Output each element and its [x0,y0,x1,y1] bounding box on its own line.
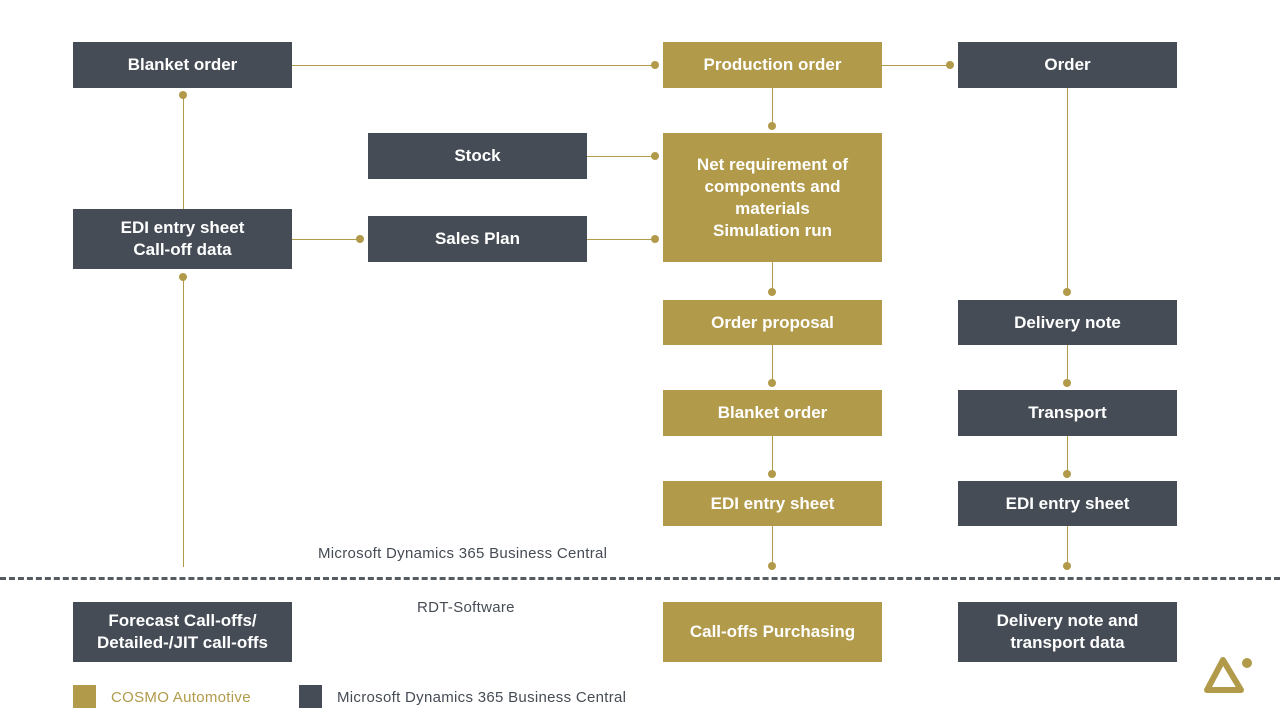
connector-proposal-blanket [772,345,773,383]
connector-dot [768,288,776,296]
connector-blanket-edi-mid [772,436,773,474]
legend-swatch-cosmo [73,685,96,708]
connector-stock-to-net [587,156,655,157]
connector-dot [1063,288,1071,296]
connector-dot [1063,470,1071,478]
edi-entry-mid-box: EDI entry sheet [663,481,882,526]
delivery-transport-box: Delivery note and transport data [958,602,1177,662]
connector-dot [651,61,659,69]
net-requirement-box: Net requirement of components and materi… [663,133,882,262]
transport-box: Transport [958,390,1177,436]
connector-dot [651,235,659,243]
connector-blanket-to-production [292,65,655,66]
system-divider [0,577,1280,580]
order-box: Order [958,42,1177,88]
connector-sales-to-net [587,239,655,240]
connector-dot [1063,562,1071,570]
calloffs-purchasing-box: Call-offs Purchasing [663,602,882,662]
connector-dot [768,562,776,570]
legend-label-cosmo: COSMO Automotive [111,689,251,706]
order-proposal-box: Order proposal [663,300,882,345]
stock-box: Stock [368,133,587,179]
connector-order-delivery [1067,88,1068,292]
connector-production-net [772,88,773,126]
legend-swatch-msd [299,685,322,708]
connector-dot [179,91,187,99]
edi-calloff-box: EDI entry sheet Call-off data [73,209,292,269]
connector-dot [768,470,776,478]
edi-entry-right-box: EDI entry sheet [958,481,1177,526]
connector-edi-right-down [1067,526,1068,566]
blanket-order-mid-box: Blanket order [663,390,882,436]
zone-label-lower: RDT-Software [417,599,515,616]
connector-dot [356,235,364,243]
delivery-note-box: Delivery note [958,300,1177,345]
connector-dot [768,122,776,130]
cosmo-triangle-logo-icon [1204,657,1252,693]
connector-production-to-order [882,65,950,66]
connector-dot [768,379,776,387]
legend-label-msd: Microsoft Dynamics 365 Business Central [337,689,627,706]
zone-label-upper: Microsoft Dynamics 365 Business Central [318,545,608,562]
connector-edi-forecast [183,277,184,567]
connector-edi-to-sales [292,239,360,240]
forecast-box: Forecast Call-offs/ Detailed-/JIT call-o… [73,602,292,662]
connector-dot [1063,379,1071,387]
connector-dot [946,61,954,69]
connector-edi-mid-down [772,526,773,566]
connector-delivery-transport [1067,345,1068,383]
connector-transport-edi [1067,436,1068,474]
connector-blanket-edi [183,95,184,209]
blanket-order-left-box: Blanket order [73,42,292,88]
connector-dot [651,152,659,160]
sales-plan-box: Sales Plan [368,216,587,262]
connector-net-proposal [772,262,773,292]
connector-dot [179,273,187,281]
production-order-box: Production order [663,42,882,88]
